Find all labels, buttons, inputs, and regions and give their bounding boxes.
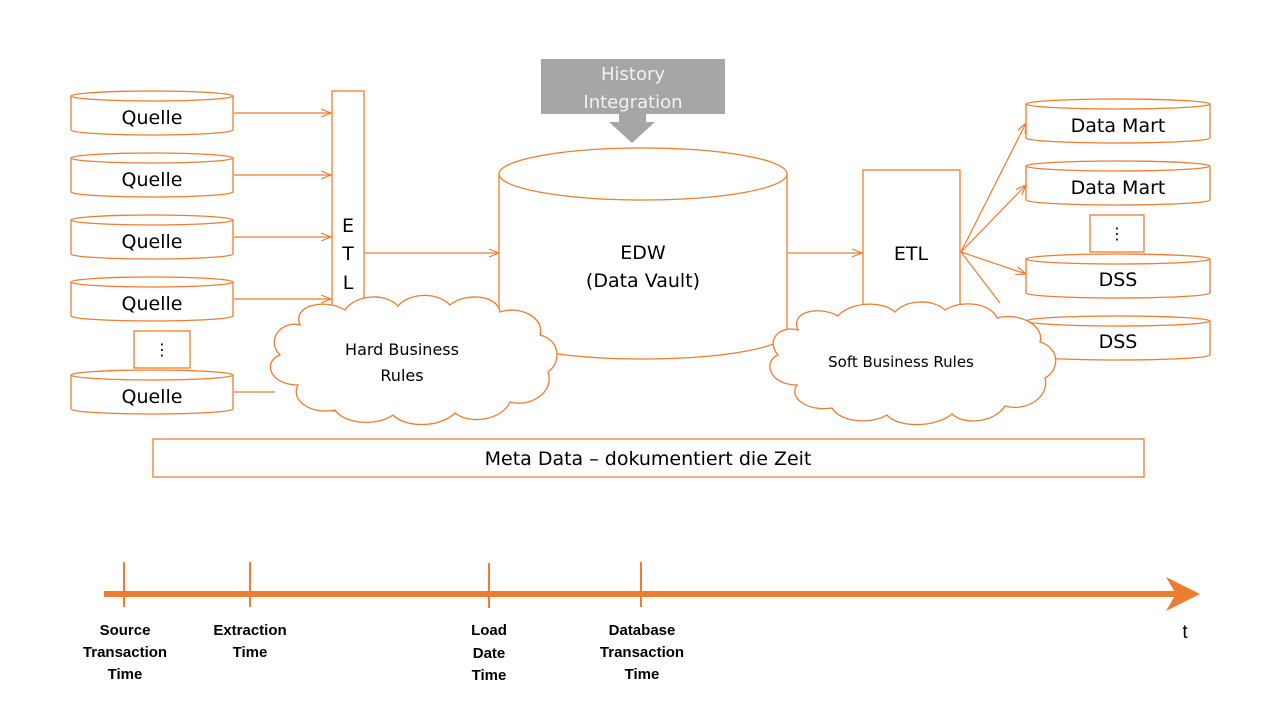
etl-letter: T: [341, 243, 354, 265]
edw-cylinder: EDW (Data Vault): [498, 147, 788, 360]
target-ellipsis-box: ⋮: [1089, 214, 1145, 253]
history-integration-callout: History Integration: [541, 59, 725, 143]
hard-rules-line1: Hard Business: [345, 340, 459, 359]
tick-label-line: Transaction: [600, 644, 684, 661]
hard-business-rules-cloud: Hard Business Rules: [269, 294, 558, 426]
source-arrows: [234, 113, 331, 393]
history-label-line2: Integration: [583, 92, 682, 113]
soft-business-rules-cloud: Soft Business Rules: [769, 301, 1057, 426]
etl-letter: E: [342, 215, 354, 237]
timeline-arrowhead-icon: [1166, 577, 1200, 611]
tick-label-line: Extraction: [213, 622, 286, 639]
time-axis-label: t: [1182, 622, 1188, 643]
source-cylinder: Quelle: [70, 369, 234, 415]
arrow-icon: [960, 251, 1026, 274]
target-cylinder-data-mart: Data Mart: [1025, 98, 1211, 144]
target-cylinder-data-mart: Data Mart: [1025, 160, 1211, 206]
tick-label-line: Date: [473, 645, 506, 662]
metadata-bar: Meta Data – dokumentiert die Zeit: [152, 438, 1145, 478]
target-cylinder-dss: DSS: [1025, 253, 1211, 299]
source-cylinder: Quelle: [70, 90, 234, 136]
arrow-icon: [960, 123, 1026, 253]
timeline-label-extraction-time: Extraction Time: [213, 622, 286, 661]
timeline-label-load-date-time: Load Date Time: [471, 622, 507, 684]
source-label: Quelle: [122, 293, 183, 315]
tick-label-line: Time: [625, 666, 660, 683]
tick-label-line: Source: [100, 622, 151, 639]
target-cylinder-dss: DSS: [1025, 315, 1211, 361]
tick-label-line: Time: [233, 644, 268, 661]
tick-label-line: Load: [471, 622, 507, 639]
source-ellipsis-box: ⋮: [133, 330, 191, 369]
hard-rules-line2: Rules: [380, 366, 423, 385]
history-label-line1: History: [601, 64, 665, 85]
etl-letter: L: [343, 272, 354, 294]
source-label: Quelle: [122, 169, 183, 191]
target-label: Data Mart: [1071, 177, 1166, 199]
source-label: Quelle: [122, 231, 183, 253]
source-cylinder: Quelle: [70, 276, 234, 322]
vertical-ellipsis-icon: ⋮: [154, 340, 170, 359]
etl-right-label: ETL: [894, 243, 929, 265]
timeline-label-source-transaction-time: Source Transaction Time: [83, 622, 167, 683]
timeline: Source Transaction Time Extraction Time …: [83, 562, 1200, 684]
source-label: Quelle: [122, 107, 183, 129]
timeline-label-database-transaction-time: Database Transaction Time: [600, 622, 684, 683]
target-arrows: [960, 123, 1026, 304]
tick-label-line: Transaction: [83, 644, 167, 661]
metadata-label: Meta Data – dokumentiert die Zeit: [485, 448, 812, 470]
soft-rules-label: Soft Business Rules: [828, 353, 974, 371]
edw-subtitle: (Data Vault): [586, 270, 700, 292]
source-cylinder: Quelle: [70, 214, 234, 260]
tick-label-line: Time: [108, 666, 143, 683]
vertical-ellipsis-icon: ⋮: [1109, 224, 1125, 243]
tick-label-line: Database: [609, 622, 676, 639]
source-label: Quelle: [122, 386, 183, 408]
source-cylinder: Quelle: [70, 152, 234, 198]
tick-label-line: Time: [472, 667, 507, 684]
down-arrow-icon: [609, 114, 655, 143]
arrow-icon: [960, 185, 1026, 253]
target-label: DSS: [1099, 269, 1138, 291]
target-label: DSS: [1099, 331, 1138, 353]
connector-line: [960, 251, 1001, 304]
edw-title: EDW: [620, 242, 666, 264]
target-label: Data Mart: [1071, 115, 1166, 137]
